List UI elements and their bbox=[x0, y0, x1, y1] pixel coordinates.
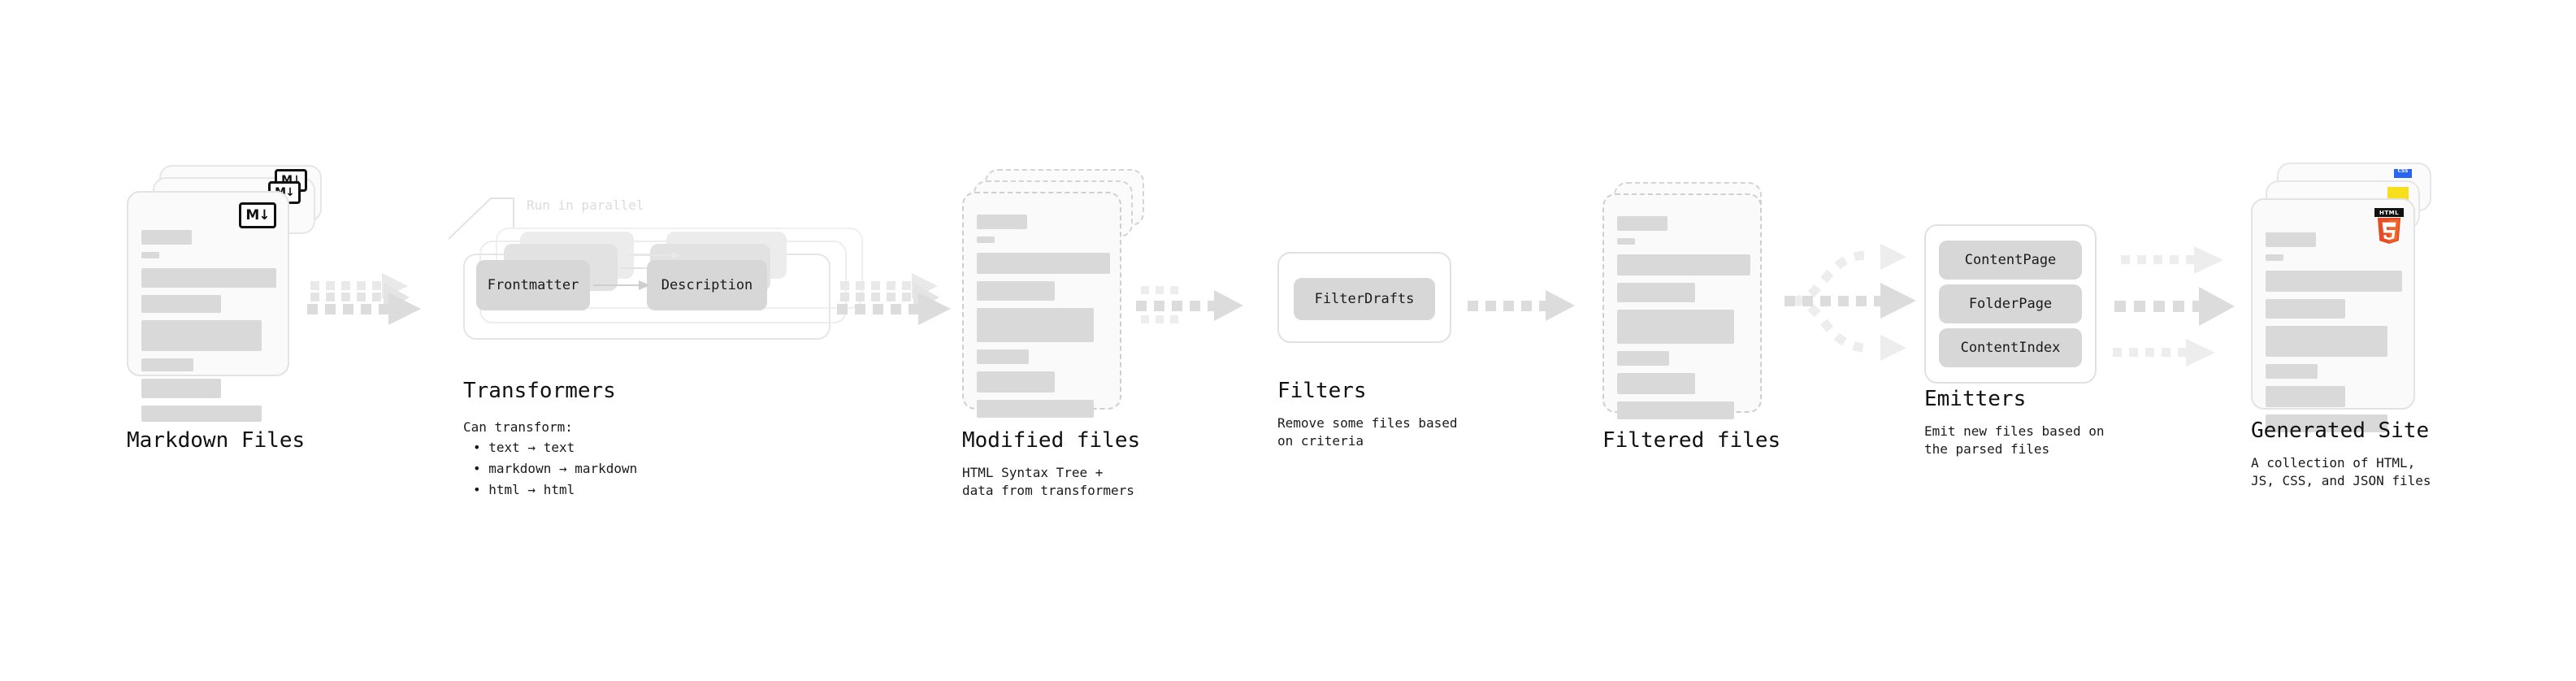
site-document-card: HTML bbox=[2251, 198, 2415, 432]
arrow-markdown-to-transformers bbox=[307, 273, 421, 325]
emitters-chip-contentindex[interactable]: ContentIndex bbox=[1939, 328, 2082, 367]
arrow-modified-to-filters bbox=[1136, 286, 1243, 323]
transformers-bullet-1: • markdown → markdown bbox=[473, 461, 638, 476]
generated-site-subtitle: A collection of HTML, JS, CSS, and JSON … bbox=[2251, 455, 2431, 488]
emitters-chip-contentindex-label: ContentIndex bbox=[1960, 340, 2061, 356]
html5-icon: HTML bbox=[2374, 208, 2404, 244]
filters-title: Filters bbox=[1277, 379, 1367, 403]
transformers-bullet-2: • html → html bbox=[473, 482, 575, 497]
transformer-chip-description[interactable]: Description bbox=[647, 260, 767, 310]
html5-shield bbox=[2377, 218, 2401, 244]
modified-skeleton-bars bbox=[977, 215, 1110, 425]
markdown-skeleton-bars bbox=[141, 230, 276, 429]
filters-chip-filterdrafts[interactable]: FilterDrafts bbox=[1294, 278, 1435, 320]
filtered-files-title: Filtered files bbox=[1602, 428, 1781, 453]
transformers-bullet-0: • text → text bbox=[473, 440, 575, 455]
transformer-chip-frontmatter-label: Frontmatter bbox=[487, 277, 579, 293]
arrow-transformers-to-modified bbox=[837, 273, 951, 325]
arrow-filters-to-filtered bbox=[1468, 290, 1575, 321]
generated-site-title: Generated Site bbox=[2251, 419, 2430, 443]
transformer-chip-frontmatter[interactable]: Frontmatter bbox=[476, 260, 590, 310]
transformers-title: Transformers bbox=[463, 379, 616, 403]
emitters-chip-contentpage-label: ContentPage bbox=[1964, 252, 2057, 268]
transformer-connector-arrow bbox=[593, 280, 650, 290]
modified-files-title: Modified files bbox=[962, 428, 1141, 453]
arrow-emitters-to-site bbox=[2113, 246, 2235, 367]
markdown-icon: M↓ bbox=[239, 202, 276, 228]
css-icon: CSS bbox=[2394, 169, 2412, 178]
site-skeleton-bars bbox=[2266, 232, 2402, 440]
emitters-chip-contentpage[interactable]: ContentPage bbox=[1939, 241, 2082, 280]
modified-files-subtitle: HTML Syntax Tree + data from transformer… bbox=[962, 465, 1134, 498]
markdown-document-card: M↓ bbox=[127, 191, 289, 422]
transformer-chip-description-label: Description bbox=[661, 277, 753, 293]
parallel-bracket bbox=[448, 197, 514, 240]
javascript-icon bbox=[2387, 187, 2409, 201]
filters-chip-filterdrafts-label: FilterDrafts bbox=[1314, 291, 1415, 307]
emitters-title: Emitters bbox=[1924, 387, 2027, 411]
modified-document-card bbox=[962, 192, 1121, 418]
emitters-chip-folderpage-label: FolderPage bbox=[1968, 296, 2053, 312]
filtered-document-card bbox=[1602, 193, 1762, 419]
markdown-files-title: Markdown Files bbox=[127, 428, 306, 453]
arrow-filtered-to-emitters-fanout bbox=[1785, 244, 1916, 361]
filters-subtitle: Remove some files based on criteria bbox=[1277, 415, 1458, 449]
filtered-skeleton-bars bbox=[1617, 216, 1750, 427]
transformers-subtitle: Can transform: bbox=[463, 419, 573, 435]
emitters-subtitle: Emit new files based on the parsed files bbox=[1924, 423, 2105, 457]
emitters-chip-folderpage[interactable]: FolderPage bbox=[1939, 284, 2082, 323]
run-in-parallel-label: Run in parallel bbox=[527, 197, 644, 213]
